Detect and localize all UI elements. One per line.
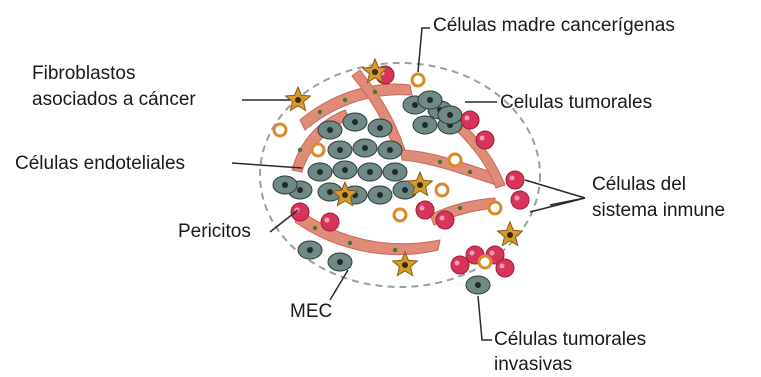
tumor-cell — [353, 139, 377, 157]
leader-endothelial — [232, 163, 302, 168]
tumor-cell — [328, 253, 352, 271]
label-immune-line2: sistema inmune — [592, 199, 725, 223]
stem-cell — [436, 184, 448, 196]
label-pericytes: Pericitos — [178, 220, 251, 244]
immune-cell — [291, 203, 309, 221]
tumor-cell — [318, 121, 342, 139]
immune-cell — [511, 191, 529, 209]
invasive-tumor-cell — [466, 276, 490, 294]
tumor-cell — [413, 116, 437, 134]
tumor-cell — [368, 186, 392, 204]
leader-immune-3 — [530, 198, 585, 212]
tumor-cell — [368, 119, 392, 137]
stem-cell — [274, 124, 286, 136]
tumor-cell — [308, 163, 332, 181]
immune-cell — [506, 171, 524, 189]
leader-invasive — [478, 296, 492, 340]
label-caf-line2: asociados a cáncer — [32, 88, 196, 112]
tumor-cell — [328, 141, 352, 159]
leader-immune-1 — [525, 180, 585, 198]
immune-cell — [496, 259, 514, 277]
fibroblast — [393, 252, 418, 276]
immune-cell — [461, 111, 479, 129]
leader-pericytes — [270, 210, 298, 232]
label-invasive-line1: Células tumorales — [494, 328, 646, 352]
label-ecm: MEC — [290, 300, 332, 324]
stem-cell — [449, 154, 461, 166]
leader-stem-cells — [418, 28, 430, 72]
tumor-cell — [333, 161, 357, 179]
leader-ecm — [330, 270, 348, 300]
label-endothelial-cells: Células endoteliales — [15, 152, 185, 176]
label-invasive-line2: invasivas — [494, 353, 572, 377]
immune-cell — [436, 211, 454, 229]
label-caf-line1: Fibroblastos — [32, 62, 136, 86]
immune-cell — [321, 213, 339, 231]
tumor-cell — [378, 141, 402, 159]
stem-cell — [479, 256, 491, 268]
tumor-cell — [438, 106, 462, 124]
tumor-cell — [343, 113, 367, 131]
tumor-cell — [358, 163, 382, 181]
label-tumor-cells: Celulas tumorales — [500, 91, 652, 115]
stem-cell — [394, 209, 406, 221]
label-cancer-stem-cells: Células madre cancerígenas — [433, 14, 675, 38]
fibroblast — [498, 222, 523, 246]
tumor-cell — [298, 241, 322, 259]
immune-cell — [476, 131, 494, 149]
immune-cell — [416, 201, 434, 219]
stem-cell — [412, 74, 424, 86]
label-immune-line1: Células del — [592, 173, 686, 197]
tumor-cell — [418, 91, 442, 109]
stem-cell — [489, 202, 501, 214]
tumor-cell — [383, 163, 407, 181]
stem-cell — [312, 144, 324, 156]
tumor-cell — [273, 176, 297, 194]
